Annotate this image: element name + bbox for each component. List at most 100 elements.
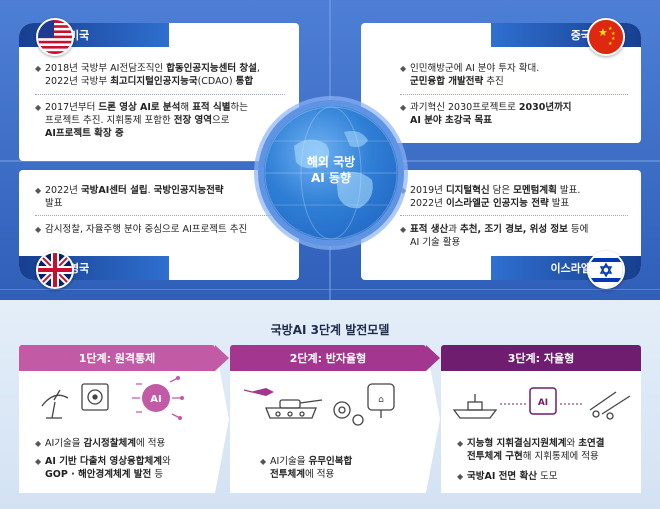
il-b2-line2: AI 기술 활용 bbox=[410, 236, 588, 249]
s1-b1-line1: AI기술을 감시정찰체계에 적용 bbox=[45, 437, 165, 450]
text-segment: 2017년부터 bbox=[45, 102, 99, 113]
text-segment: 하는 bbox=[230, 102, 248, 113]
text-segment: 등 bbox=[151, 469, 164, 480]
uk-flag-icon bbox=[36, 251, 74, 289]
warship-icon bbox=[452, 394, 498, 419]
stage-2-arrow-icon bbox=[426, 345, 440, 493]
svg-text:AI: AI bbox=[150, 394, 161, 405]
stage-1-illustration: AI bbox=[41, 376, 184, 420]
text-segment: 전투체계 구현 bbox=[467, 451, 523, 462]
cn-b1-line1: 인민해방군에 AI 분야 투자 확대. bbox=[410, 62, 539, 75]
svg-text:★: ★ bbox=[611, 31, 616, 37]
svg-text:★: ★ bbox=[608, 41, 613, 47]
text-segment: AI기술을 bbox=[45, 438, 84, 449]
text-segment: 표적 생산 bbox=[410, 224, 449, 235]
text-segment: 통합 bbox=[235, 76, 254, 87]
text-segment: . bbox=[147, 185, 154, 196]
country-name-uk: 영국 bbox=[69, 262, 90, 275]
gears-icon bbox=[333, 401, 364, 426]
china-flag-icon: ★ ★ ★ ★ ★ bbox=[587, 18, 625, 56]
text-segment: AI프로젝트 확장 중 bbox=[45, 128, 124, 139]
text-segment: 발표 bbox=[45, 198, 63, 209]
text-segment: 다출처 영상융합체계 bbox=[79, 456, 162, 467]
text-segment: GOP · 해안경계체계 발전 bbox=[45, 469, 152, 480]
text-segment: 국방AI센터 설립 bbox=[80, 185, 148, 196]
divider bbox=[400, 94, 628, 95]
il-bullet-1: ◆ 2019년 디지털혁신 담은 모멘텀계획 발표. 2022년 이스라엘군 인… bbox=[400, 184, 581, 209]
stage-1-arrow-icon bbox=[215, 345, 229, 493]
text-segment: 2019년 bbox=[410, 185, 446, 196]
s2-b1-line1: AI기술을 유무인복합 bbox=[270, 455, 352, 468]
text-segment: AI 기반 bbox=[45, 456, 80, 467]
stage-3-bullet-1: ◆ 지능형 지휘결심지원체계와 초연결 전투체계 구현해 지휘통제에 적용 bbox=[457, 438, 605, 462]
us-bullet-1: ◆ 2018년 국방부 AI전담조직인 합동인공지능센터 창설, 2022년 국… bbox=[35, 62, 260, 88]
stage-1-title: 1단계: 원격통제 bbox=[78, 352, 156, 365]
text-segment: 으로 bbox=[212, 115, 230, 126]
stage-3-bullet-2: ◆ 국방AI 전면 확산 도모 bbox=[457, 471, 558, 482]
us-flag-icon bbox=[36, 18, 74, 56]
text-segment: 국방인공지능전략 bbox=[153, 185, 224, 196]
text-segment: 2022년 bbox=[410, 198, 446, 209]
country-name-china: 중국 bbox=[570, 29, 591, 42]
us-b1-line2: 2022년 국방부 최고디지털인공지능국(CDAO) 통합 bbox=[45, 75, 260, 88]
uk-b1-line1: 2022년 국방AI센터 설립. 국방인공지능전략 bbox=[45, 184, 224, 197]
tank-icon bbox=[265, 399, 323, 419]
text-segment: 과기혁신 2030프로젝트로 bbox=[410, 102, 519, 113]
text-segment: 에 적용 bbox=[136, 438, 166, 449]
s2-b1-line2: 전투체계에 적용 bbox=[270, 468, 352, 481]
robot-head-icon: ⌂ bbox=[367, 383, 395, 418]
text-segment: 발표 bbox=[548, 198, 570, 209]
us-b1-line1: 2018년 국방부 AI전담조직인 합동인공지능센터 창설, bbox=[45, 62, 260, 75]
svg-text:★: ★ bbox=[608, 26, 613, 32]
cn-bullet-2: ◆ 과기혁신 2030프로젝트로 2030년까지 AI 분야 초강국 목표 bbox=[400, 102, 572, 126]
text-segment: 2022년 국방부 bbox=[45, 76, 111, 87]
country-name-us: 미국 bbox=[69, 29, 90, 42]
text-segment: (CDAO) bbox=[197, 76, 236, 87]
stage-2-header: 2단계: 반자율형 bbox=[230, 345, 426, 371]
text-segment: 2018년 국방부 AI전담조직인 bbox=[45, 63, 167, 74]
ai-chip-icon: AI bbox=[529, 387, 557, 415]
text-segment: 감시정찰, 자율주행 분야 중심으로 AI프로젝트 추진 bbox=[45, 224, 248, 235]
text-segment: 등에 bbox=[567, 224, 589, 235]
text-segment: 2022년 bbox=[45, 185, 81, 196]
cn-b1-line2: 군민융합 개발전략 추진 bbox=[410, 75, 539, 88]
text-segment: 담은 bbox=[489, 185, 514, 196]
center-title-line1: 해외 국방 bbox=[306, 155, 356, 169]
target-icon bbox=[81, 383, 109, 411]
text-segment: , bbox=[256, 63, 260, 74]
stage-2-bullet-1: ◆ AI기술을 유무인복합 전투체계에 적용 bbox=[260, 455, 353, 481]
text-segment: 초연결 bbox=[578, 438, 605, 449]
text-segment: 도모 bbox=[536, 471, 558, 482]
stage-2-title: 2단계: 반자율형 bbox=[289, 352, 367, 365]
country-name-israel: 이스라엘 bbox=[550, 262, 591, 275]
cn-bullet-1: ◆ 인민해방군에 AI 분야 투자 확대. 군민융합 개발전략 추진 bbox=[400, 62, 540, 88]
text-segment: AI기술을 bbox=[270, 456, 309, 467]
stage-1-bullet-2: ◆ AI 기반 다출처 영상융합체계와 GOP · 해안경계체계 발전 등 bbox=[35, 456, 171, 480]
text-segment: 국방AI 전면 확산 bbox=[467, 471, 537, 482]
text-segment: 감시정찰체계 bbox=[83, 438, 136, 449]
text-segment: 디지털혁신 bbox=[445, 185, 490, 196]
stage-2-illustration: ⌂ bbox=[244, 383, 395, 426]
text-segment: 최고디지털인공지능국 bbox=[110, 76, 198, 87]
divider bbox=[400, 215, 628, 216]
il-b1-line1: 2019년 디지털혁신 담은 모멘텀계획 발표. bbox=[410, 184, 580, 197]
drone-icon bbox=[244, 388, 274, 396]
text-segment: 유무인복합 bbox=[308, 456, 353, 467]
text-segment: 추천, 조기 경보, 위성 정보 bbox=[460, 224, 568, 235]
text-segment: 와 bbox=[566, 438, 579, 449]
text-segment: 인민해방군에 AI 분야 투자 확대. bbox=[410, 63, 540, 74]
us-b2-line3: AI프로젝트 확장 중 bbox=[45, 127, 248, 140]
text-segment: 해 bbox=[180, 102, 193, 113]
stage-1-bullet-1: ◆ AI기술을 감시정찰체계에 적용 bbox=[35, 437, 166, 450]
text-segment: 추진 bbox=[483, 76, 504, 87]
text-segment: 과 bbox=[448, 224, 461, 235]
text-segment: 발표. bbox=[556, 185, 581, 196]
us-bullet-2: ◆ 2017년부터 드론 영상 AI로 분석해 표적 식별하는 프로젝트 추진.… bbox=[35, 101, 248, 140]
text-segment: 표적 식별 bbox=[192, 102, 231, 113]
uk-bullet-2: ◆ 감시정찰, 자율주행 분야 중심으로 AI프로젝트 추진 bbox=[35, 224, 248, 235]
us-b2-line1: 2017년부터 드론 영상 AI로 분석해 표적 식별하는 bbox=[45, 101, 248, 114]
svg-text:⌂: ⌂ bbox=[378, 395, 384, 405]
uk-bullet-1: ◆ 2022년 국방AI센터 설립. 국방인공지능전략 발표 bbox=[35, 184, 224, 209]
svg-text:★: ★ bbox=[598, 26, 608, 39]
